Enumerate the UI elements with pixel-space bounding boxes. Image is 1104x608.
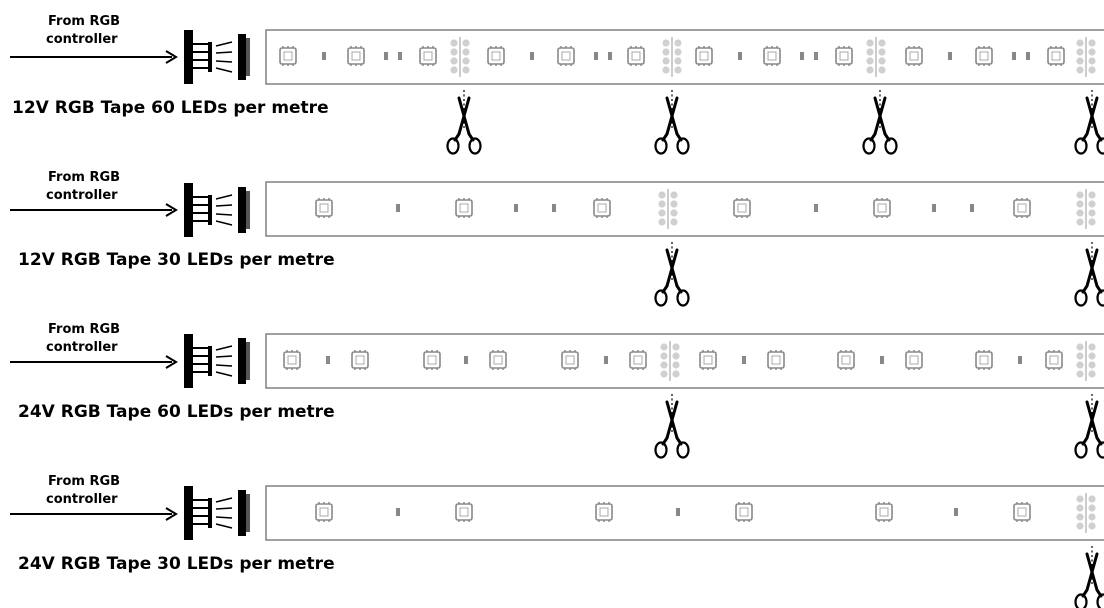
scissors-icon [862, 88, 898, 155]
source-label-line1: From RGB [48, 322, 120, 337]
tape-title: 12V RGB Tape 60 LEDs per metre [12, 98, 329, 118]
source-label-line1: From RGB [48, 14, 120, 29]
scissors-icon [446, 88, 482, 155]
source-label-line2: controller [46, 492, 118, 507]
tape-strip [265, 333, 1104, 389]
scissors-icon [654, 240, 690, 307]
scissors-icon [1074, 88, 1104, 155]
arrow-head-icon [165, 507, 178, 521]
tape-strip [265, 181, 1104, 237]
tape-strip [265, 485, 1104, 541]
scissors-icon [1074, 544, 1104, 608]
tape-title: 24V RGB Tape 30 LEDs per metre [18, 554, 335, 574]
connector-pins-icon [183, 29, 251, 85]
source-label-line1: From RGB [48, 474, 120, 489]
tape-title: 12V RGB Tape 30 LEDs per metre [18, 250, 335, 270]
source-label-line2: controller [46, 340, 118, 355]
connector-pins-icon [183, 485, 251, 541]
scissors-icon [654, 88, 690, 155]
scissors-icon [1074, 240, 1104, 307]
arrow-head-icon [165, 203, 178, 217]
tape-title: 24V RGB Tape 60 LEDs per metre [18, 402, 335, 422]
arrow-head-icon [165, 50, 178, 64]
source-label-line2: controller [46, 32, 118, 47]
tape-row-4: From RGB controller 24V RGB Tape 30 LEDs… [10, 474, 1104, 608]
source-label-line2: controller [46, 188, 118, 203]
connector-pins-icon [183, 333, 251, 389]
tape-row-2: From RGB controller 12V RGB Tape 30 LEDs… [10, 170, 1104, 307]
tape-strip [265, 29, 1104, 85]
tape-row-1: From RGB controller 12V RGB Tape 60 LE [10, 14, 1104, 155]
tape-row-3: From RGB controller 24V RGB Tape 60 LEDs… [10, 322, 1104, 459]
scissors-icon [654, 392, 690, 459]
connector-pins-icon [183, 182, 251, 238]
source-label-line1: From RGB [48, 170, 120, 185]
scissors-icon [1074, 392, 1104, 459]
arrow-head-icon [165, 355, 178, 369]
